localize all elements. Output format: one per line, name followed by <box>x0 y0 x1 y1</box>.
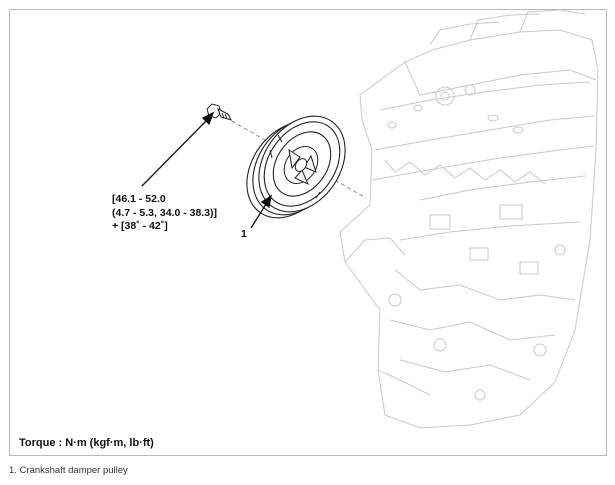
engine-block <box>339 9 599 429</box>
spec-line-nm: [46.1 - 52.0 <box>112 193 166 205</box>
torque-spec: [46.1 - 52.0 (4.7 - 5.3, 34.0 - 38.3)] +… <box>112 193 217 234</box>
figure-caption: 1. Crankshaft damper pulley <box>9 465 128 476</box>
spec-line-kgfm-lbft: (4.7 - 5.3, 34.0 - 38.3)] <box>112 206 218 219</box>
bolt-arrow <box>141 111 215 187</box>
pulley-arrow <box>250 194 272 229</box>
pulley-hub <box>269 134 321 199</box>
engine-details <box>387 84 566 401</box>
torque-unit-title: Torque : N·m (kgf·m, lb·ft) <box>19 437 154 449</box>
callout-number-1: 1 <box>241 228 247 240</box>
figure-frame <box>9 9 607 456</box>
spec-line-angle: + [38˚ - 42˚] <box>112 220 168 232</box>
